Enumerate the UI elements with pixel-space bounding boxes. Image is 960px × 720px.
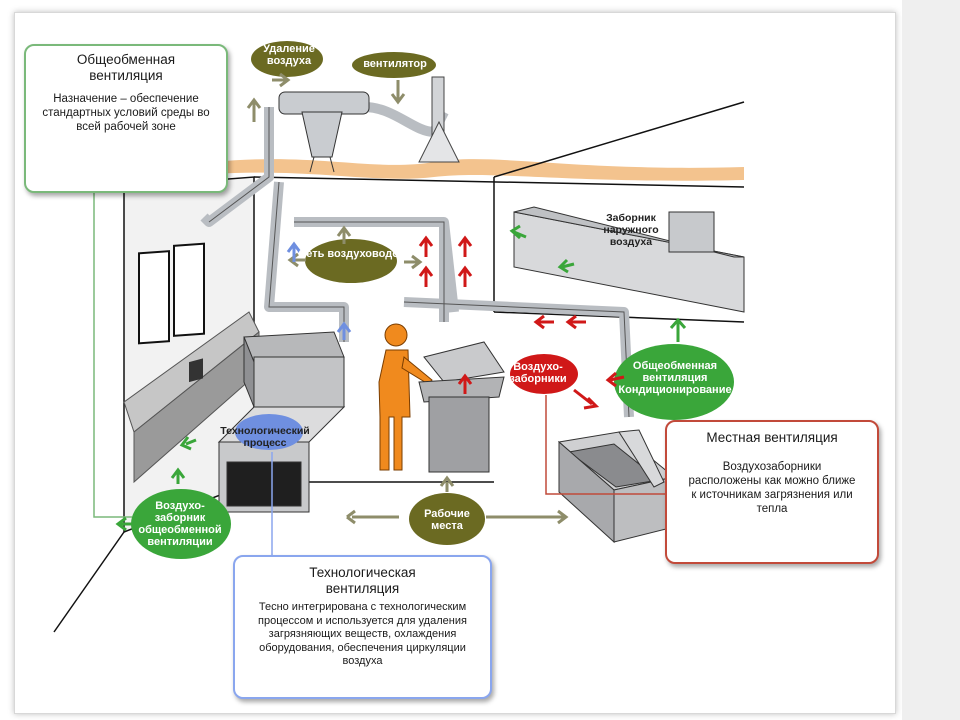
ceiling-band bbox=[214, 159, 744, 181]
label-tech-process: Технологический процесс bbox=[220, 425, 310, 449]
general-intake-bubble bbox=[131, 489, 231, 559]
airflow-arrows bbox=[115, 72, 687, 532]
tech-process-bubble bbox=[235, 414, 303, 450]
callout-tech-ventilation: Технологическая вентиляция Тесно интегри… bbox=[233, 555, 492, 699]
cyclone-separator bbox=[278, 91, 370, 173]
worker-figure bbox=[378, 323, 433, 471]
callout-general-desc: Назначение – обеспечение стандартных усл… bbox=[42, 93, 210, 133]
label-duct-network: Сеть воздуховодов bbox=[298, 248, 406, 260]
outside-air-intake-unit bbox=[513, 206, 745, 313]
air-intakes-bubble bbox=[510, 354, 578, 394]
callout-local-ventilation: Местная вентиляция Воздухозаборники расп… bbox=[665, 420, 879, 564]
callout-local-title: Местная вентиляция bbox=[706, 430, 838, 445]
air-removal-bubble bbox=[251, 41, 323, 77]
callout-connectors bbox=[93, 192, 666, 557]
label-air-intakes: Воздухо-заборники bbox=[509, 361, 567, 385]
label-general-vent-ac: Общеобменная вентиляция Кондиционировани… bbox=[618, 360, 732, 396]
label-fan: вентилятор bbox=[363, 58, 427, 70]
workbench-hood bbox=[418, 341, 505, 473]
callout-tech-desc: Тесно интегрирована с технологическим пр… bbox=[258, 601, 467, 667]
label-workplaces: Рабочие места bbox=[424, 508, 470, 532]
general-vent-ac-bubble bbox=[614, 344, 734, 420]
callout-tech-title: Технологическая вентиляция bbox=[309, 565, 416, 596]
label-general-intake: Воздухо-заборник общеобменной вентиляции bbox=[138, 500, 222, 548]
fan-stack bbox=[418, 76, 460, 163]
duct-network-bubble bbox=[305, 239, 397, 283]
side-panel bbox=[902, 0, 960, 720]
ventilation-scene bbox=[53, 41, 745, 710]
callout-general-title: Общеобменная вентиляция bbox=[76, 52, 176, 83]
fan-bubble bbox=[352, 52, 436, 78]
workplaces-bubble bbox=[409, 493, 485, 545]
callout-local-desc: Воздухозаборники расположены как можно б… bbox=[688, 461, 856, 515]
wall-grille bbox=[189, 358, 203, 383]
callout-general-ventilation: Общеобменная вентиляция Назначение – обе… bbox=[24, 44, 228, 193]
label-air-removal: Удаление воздуха bbox=[263, 43, 315, 67]
label-outside-intake: Заборник наружного воздуха bbox=[603, 212, 659, 248]
